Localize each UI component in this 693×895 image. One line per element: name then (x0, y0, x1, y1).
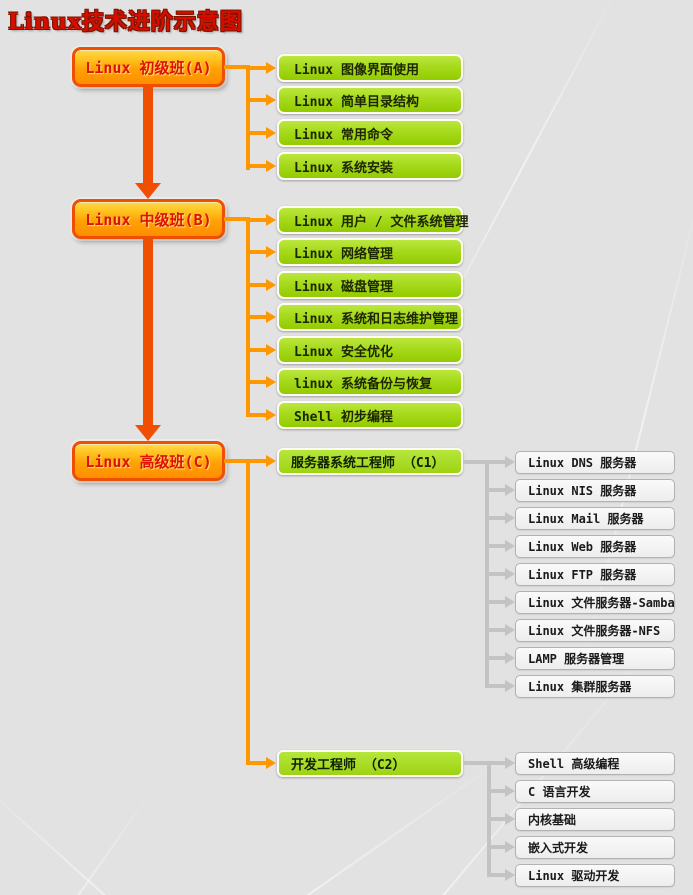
connector-stub-c1 (463, 460, 485, 464)
arrowhead-right-icon (266, 409, 276, 421)
arrowhead-right-icon (266, 376, 276, 388)
connector-branch (485, 600, 505, 604)
subtopic-c1-9: Linux 集群服务器 (515, 675, 675, 698)
arrowhead-right-icon (505, 484, 515, 496)
connector-branch (246, 98, 266, 102)
subtopic-c1-4: Linux Web 服务器 (515, 535, 675, 558)
arrowhead-right-icon (266, 455, 276, 467)
topic-a-2: Linux 简单目录结构 (277, 86, 463, 114)
connector-stub-a (224, 65, 250, 69)
connector-branch (485, 628, 505, 632)
topic-a-3: Linux 常用命令 (277, 119, 463, 147)
connector-branch (485, 684, 505, 688)
connector-trunk-a (246, 65, 250, 170)
subtopic-c2-3: 内核基础 (515, 808, 675, 831)
background-ray (0, 768, 278, 895)
connector-branch (487, 789, 505, 793)
arrowhead-right-icon (266, 127, 276, 139)
connector-branch (246, 131, 266, 135)
subtopic-c1-2: Linux NIS 服务器 (515, 479, 675, 502)
node-level-c: Linux 高级班(C) (72, 441, 225, 481)
arrowhead-right-icon (505, 813, 515, 825)
arrowhead-right-icon (505, 841, 515, 853)
connector-branch (246, 380, 266, 384)
subtopic-c2-4: 嵌入式开发 (515, 836, 675, 859)
connector-branch (485, 460, 505, 464)
connector-branch (485, 656, 505, 660)
topic-b-1: Linux 用户 / 文件系统管理 (277, 206, 468, 234)
connector-branch (485, 572, 505, 576)
topic-a-1: Linux 图像界面使用 (277, 54, 463, 82)
connector-c-to-c1 (224, 459, 266, 463)
arrowhead-right-icon (505, 456, 515, 468)
arrowhead-right-icon (505, 785, 515, 797)
arrowhead-right-icon (505, 652, 515, 664)
connector-branch (487, 817, 505, 821)
subtopic-c1-5: Linux FTP 服务器 (515, 563, 675, 586)
subtopic-c2-5: Linux 驱动开发 (515, 864, 675, 887)
node-level-a: Linux 初级班(A) (72, 47, 225, 87)
arrowhead-right-icon (505, 624, 515, 636)
topic-b-2: Linux 网络管理 (277, 238, 463, 266)
subtopic-c2-1: Shell 高级编程 (515, 752, 675, 775)
connector-c-to-c2 (246, 761, 266, 765)
arrowhead-right-icon (266, 311, 276, 323)
subtopic-c1-7: Linux 文件服务器-NFS (515, 619, 675, 642)
connector-branch (246, 283, 266, 287)
connector-branch (246, 413, 266, 417)
arrowhead-right-icon (266, 279, 276, 291)
subtopic-c2-2: C 语言开发 (515, 780, 675, 803)
arrowhead-down-icon (135, 425, 161, 441)
arrowhead-right-icon (505, 568, 515, 580)
arrowhead-right-icon (266, 214, 276, 226)
topic-b-7: Shell 初步编程 (277, 401, 463, 429)
page-title: Linux技术进阶示意图 (8, 9, 243, 35)
flow-arrow-b-to-c (143, 239, 153, 425)
connector-branch (246, 66, 266, 70)
topic-b-3: Linux 磁盘管理 (277, 271, 463, 299)
arrowhead-right-icon (505, 596, 515, 608)
subtopic-c1-8: LAMP 服务器管理 (515, 647, 675, 670)
topic-b-5: Linux 安全优化 (277, 336, 463, 364)
subtopic-c1-6: Linux 文件服务器-Samba (515, 591, 675, 614)
connector-branch (246, 164, 266, 168)
arrowhead-right-icon (266, 344, 276, 356)
arrowhead-right-icon (266, 246, 276, 258)
connector-branch (246, 315, 266, 319)
topic-b-4: Linux 系统和日志维护管理 (277, 303, 463, 331)
topic-a-4: Linux 系统安装 (277, 152, 463, 180)
arrowhead-down-icon (135, 183, 161, 199)
connector-branch (487, 873, 505, 877)
arrowhead-right-icon (505, 512, 515, 524)
arrowhead-right-icon (266, 757, 276, 769)
arrowhead-right-icon (505, 540, 515, 552)
node-track-c1: 服务器系统工程师 （C1） (277, 448, 463, 475)
connector-stub-c2 (463, 761, 487, 765)
connector-trunk-c (246, 459, 250, 765)
background-ray (0, 788, 154, 895)
arrowhead-right-icon (505, 869, 515, 881)
arrowhead-right-icon (266, 94, 276, 106)
arrowhead-right-icon (266, 62, 276, 74)
connector-branch (246, 218, 266, 222)
topic-b-6: linux 系统备份与恢复 (277, 368, 463, 396)
flow-arrow-a-to-b (143, 87, 153, 183)
connector-branch (485, 544, 505, 548)
connector-branch (487, 761, 505, 765)
arrowhead-right-icon (505, 680, 515, 692)
arrowhead-right-icon (505, 757, 515, 769)
connector-branch (487, 845, 505, 849)
connector-branch (485, 488, 505, 492)
connector-branch (485, 516, 505, 520)
arrowhead-right-icon (266, 160, 276, 172)
subtopic-c1-1: Linux DNS 服务器 (515, 451, 675, 474)
subtopic-c1-3: Linux Mail 服务器 (515, 507, 675, 530)
node-track-c2: 开发工程师 （C2） (277, 750, 463, 777)
connector-branch (246, 348, 266, 352)
node-level-b: Linux 中级班(B) (72, 199, 225, 239)
connector-branch (246, 250, 266, 254)
connector-stub-b (224, 217, 250, 221)
